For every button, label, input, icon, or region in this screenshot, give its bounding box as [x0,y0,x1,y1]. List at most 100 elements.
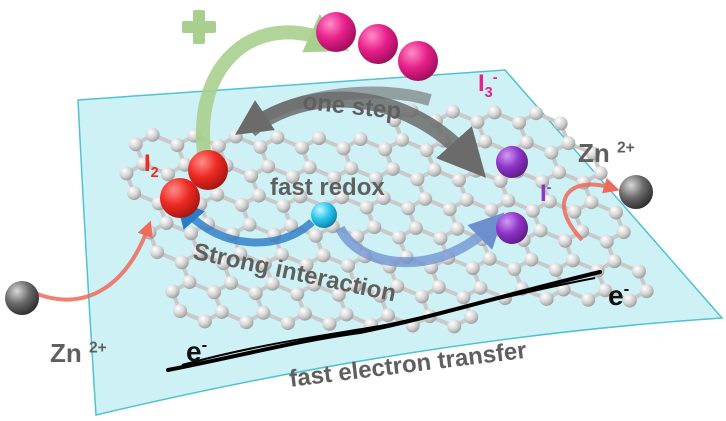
carbon-atom [507,262,522,277]
combine-arrow [196,14,350,162]
carbon-atom [339,307,354,322]
carbon-atom [519,135,534,150]
carbon-atom [539,291,554,306]
carbon-atom [544,145,559,160]
label-zn-left: Zn 2+ [50,340,107,366]
carbon-atom [493,173,508,188]
label-zn-left-sup: 2+ [89,339,107,357]
carbon-atom [353,132,368,147]
carbon-atom [127,186,142,201]
carbon-atom [385,161,400,176]
carbon-atom [487,105,502,120]
carbon-atom [308,228,323,243]
label-electron-right: e- [608,279,630,310]
carbon-atom [584,195,599,210]
carbon-atom [302,160,317,175]
carbon-atom [470,114,485,129]
carbon-atom [334,190,349,205]
carbon-atom [524,252,539,267]
carbon-atom [381,308,396,323]
carbon-atom [274,247,289,262]
carbon-atom [585,146,600,161]
carbon-atom [367,220,382,235]
label-iodide-sup: - [546,180,552,196]
carbon-atom [276,198,291,213]
carbon-atom [608,205,623,220]
electron-transfer-path [166,270,602,372]
carbon-atom [395,132,410,147]
carbon-atom [159,216,174,230]
carbon-atom [284,218,299,233]
carbon-atom [322,316,337,331]
carbon-atom [173,304,188,319]
carbon-atom [294,140,309,155]
label-i2-symbol: I [144,150,151,177]
carbon-atom [501,193,516,208]
carbon-atom [553,116,568,131]
carbon-atom [565,253,580,268]
label-i3: I3- [478,71,497,100]
carbon-atom [598,283,613,298]
carbon-atom [548,262,563,277]
label-electron-left-sup: - [201,335,208,355]
carbon-atom [450,221,465,236]
carbon-atom [280,316,295,331]
carbon-atom [639,284,654,299]
carbon-atom [197,314,212,329]
label-zn-right: Zn 2+ [578,140,635,166]
carbon-atom [256,305,271,320]
zn-insertion-arrow [27,220,153,302]
label-zn-right-symbol: Zn [578,138,610,168]
carbon-atom [239,315,254,330]
carbon-atom [445,104,460,119]
carbon-atom [410,172,425,187]
carbon-atom [552,165,567,180]
strong-interaction-arrow [175,199,315,247]
iodide-atom [496,212,528,244]
carbon-atom [270,130,285,145]
carbon-atom [234,197,249,212]
carbon-atom [145,127,160,142]
carbon-atom [390,279,405,294]
carbon-atom [228,129,243,144]
carbon-atom [473,280,488,295]
carbon-atom [616,225,631,240]
label-iodide-symbol: I [540,180,547,207]
carbon-atom [136,156,151,171]
carbon-atom [368,171,383,186]
carbon-atom [622,293,637,308]
label-zn-left-symbol: Zn [50,338,82,368]
label-i2-sub: 2 [150,164,159,181]
label-electron-right-sup: - [623,279,630,299]
carbon-atom [253,139,268,154]
carbon-atom [529,106,544,121]
carbon-atom [257,257,272,272]
carbon-atom [456,290,471,305]
zn-release-arrow [562,177,620,242]
carbon-atom [297,306,312,321]
carbon-atom [484,202,499,217]
carbon-atom [418,191,433,206]
carbon-atom [211,138,226,153]
carbon-atom [174,255,189,270]
carbon-atom [248,286,263,301]
zinc-ion-right [619,175,653,209]
carbon-atom [285,169,300,184]
carbon-atom [214,304,229,319]
carbon-atom [341,258,356,273]
label-iodide: I- [540,180,552,207]
electron-transfer-path [181,277,596,366]
carbon-atom [442,202,457,217]
carbon-atom [525,203,540,218]
carbon-atom [160,167,175,182]
carbon-atom [459,192,474,207]
label-i3-sub: 3 [484,84,493,101]
carbon-atom [533,223,548,238]
carbon-atom [373,288,388,303]
carbon-atom [293,189,308,204]
carbon-atom [567,204,582,219]
carbon-atom [128,137,143,152]
carbon-atom [607,254,622,269]
carbon-atom [376,191,391,206]
